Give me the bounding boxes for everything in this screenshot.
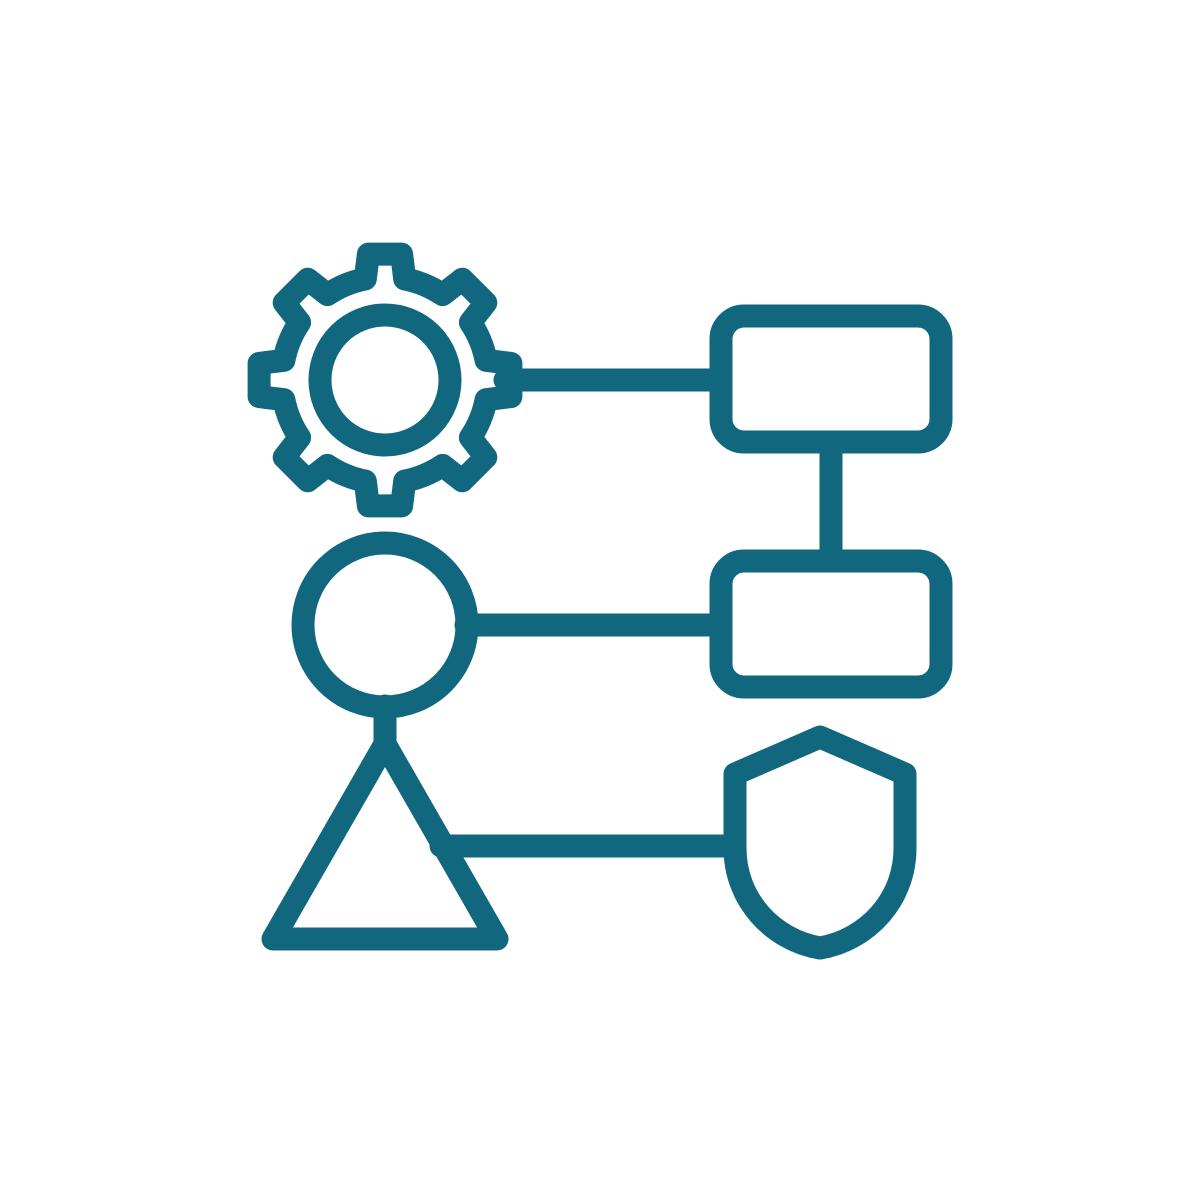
middle-process-box (709, 549, 953, 699)
gear-hub (308, 303, 462, 457)
gear-icon (247, 242, 523, 518)
triangle-node (261, 732, 509, 951)
shield-icon (723, 725, 917, 960)
circle-node (291, 531, 479, 719)
top-process-box (709, 304, 953, 454)
gear-outline (247, 242, 523, 518)
